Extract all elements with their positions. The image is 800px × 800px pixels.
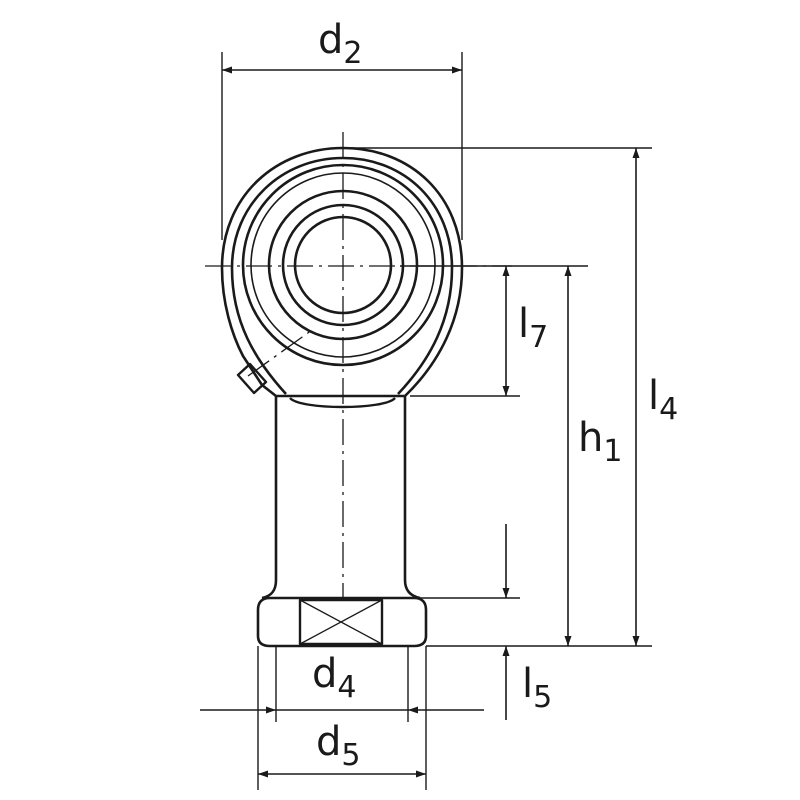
label-l7-sub: 7: [529, 320, 549, 355]
rod-end-body: [220, 146, 464, 648]
wrench-flat-cross: [299, 599, 383, 645]
extension-lines: [221, 52, 652, 790]
label-l5: l5: [522, 661, 552, 713]
dimension-lines: [200, 66, 640, 778]
label-l7: l7: [518, 301, 548, 353]
shank-neck: [289, 397, 396, 409]
label-l4: l4: [648, 373, 678, 425]
label-l5-base: l: [522, 661, 534, 707]
label-d5: d5: [316, 719, 360, 771]
head-inner-contour: [230, 156, 454, 395]
label-h1-base: h: [578, 415, 604, 461]
label-d4: d4: [312, 651, 356, 703]
lubrication-nipple: [236, 362, 268, 395]
label-l7-base: l: [518, 301, 530, 347]
label-d4-base: d: [312, 651, 338, 697]
label-l4-base: l: [648, 373, 660, 419]
label-h1-sub: 1: [603, 434, 623, 469]
shank: [261, 396, 421, 600]
label-h1: h1: [578, 415, 622, 467]
label-l5-sub: 5: [533, 680, 553, 715]
hex-nut: [256, 596, 428, 648]
label-d5-base: d: [316, 719, 342, 765]
label-d5-sub: 5: [341, 738, 361, 773]
wrench-flat: [298, 598, 384, 646]
label-d4-sub: 4: [337, 670, 357, 705]
label-d2-base: d: [318, 17, 344, 63]
label-d2: d2: [318, 17, 362, 69]
label-l4-sub: 4: [659, 392, 679, 427]
label-d2-sub: 2: [343, 36, 363, 71]
